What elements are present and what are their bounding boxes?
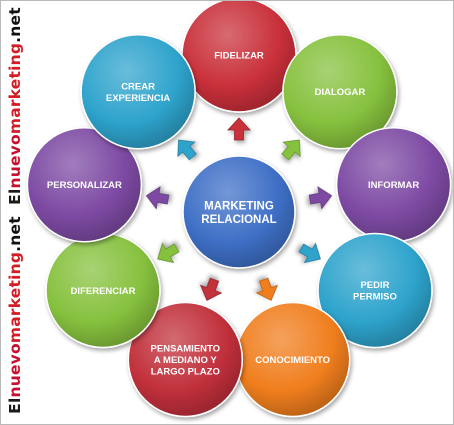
watermark-part-nuevo: nuevo [6,343,24,398]
center-node: MARKETING RELACIONAL [182,155,296,269]
watermark-part-nuevo: nuevo [6,134,24,189]
node-diferenciar: DIFERENCIAR [45,232,161,349]
node-circle [317,232,433,349]
node-circle [127,301,244,418]
arrow-3 [308,186,333,210]
node-circle [26,126,143,243]
watermark-part-marketing: marketing [6,251,24,344]
arrow-9 [177,139,197,161]
center-label-line: RELACIONAL [201,214,276,226]
node-pensamiento-label-line: LARGO PLAZO [151,366,220,377]
watermark-top: Elnuevomarketing.net [4,7,26,205]
node-personalizar: PERSONALIZAR [26,126,143,243]
node-personalizar-label-line: PERSONALIZAR [47,180,122,191]
watermark-part-marketing: marketing [6,42,24,135]
node-conocimiento-label-line: CONOCIMIENTO [255,355,330,366]
arrow-7 [157,242,180,264]
node-informar: INFORMAR [335,126,452,243]
arrow-6 [199,277,223,301]
node-pensamiento-label-line: A MEDIANO Y [154,355,217,366]
watermark-part-el: El [6,188,24,205]
arrow-2 [281,139,301,161]
arrow-5 [255,277,279,301]
arrows-layer [145,117,333,301]
arrow-4 [298,242,321,264]
watermark-part-net: .net [6,216,24,252]
watermark-text: Elnuevomarketing.net [6,216,24,414]
node-crear-experiencia-label-line: CREAR [121,81,155,92]
node-dialogar: DIALOGAR [282,33,398,150]
node-pensamiento-label-line: PENSAMIENTO [151,343,221,354]
node-circle [282,33,398,150]
node-diferenciar-label-line: DIFERENCIAR [71,286,136,297]
node-fidelizar: FIDELIZAR [181,1,297,113]
node-pedir-permiso-label-line: PERMISO [353,292,397,303]
watermark-part-el: El [6,397,24,414]
center-label-line: MARKETING [204,200,274,212]
arrow-8 [145,186,170,210]
node-conocimiento: CONOCIMIENTO [234,301,351,418]
node-informar-label-line: INFORMAR [368,180,419,191]
watermark-bottom: Elnuevomarketing.net [4,213,26,417]
node-pedir-permiso-label-line: PEDIR [360,280,389,291]
watermark-part-net: .net [6,7,24,43]
node-fidelizar-label-line: FIDELIZAR [214,50,264,61]
node-crear-experiencia-label-line: EXPERIENCIA [106,93,171,104]
node-dialogar-label-line: DIALOGAR [315,87,366,98]
arrow-1 [227,117,251,141]
node-circle [80,33,196,150]
center-circle [182,155,296,269]
watermark-text: Elnuevomarketing.net [6,7,24,205]
